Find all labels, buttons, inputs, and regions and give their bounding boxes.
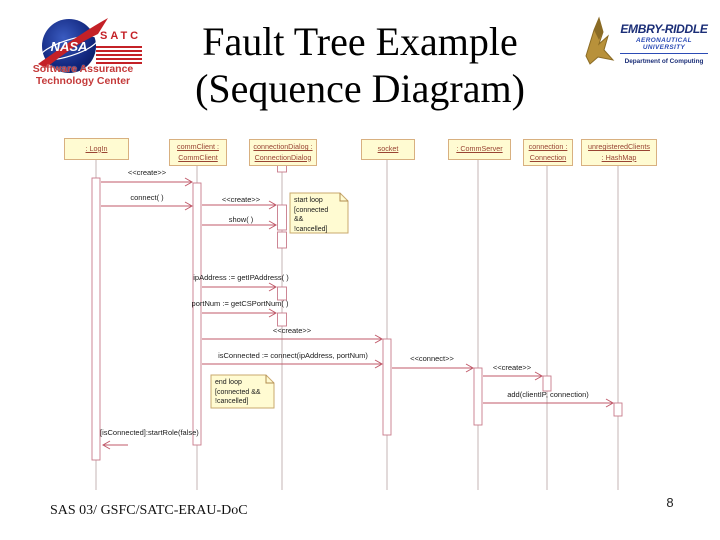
message-label-add-clientip: add(clientIP, connection) (507, 390, 589, 399)
satc-caption: Software Assurance Technology Center (24, 63, 142, 87)
slide-title-line2: (Sequence Diagram) (195, 66, 525, 111)
satc-caption-line2: Technology Center (35, 74, 131, 87)
eagle-icon (585, 16, 615, 65)
activation-hashmap (613, 402, 623, 417)
object-box-connection: connection : Connection (523, 139, 573, 166)
activation-login (91, 177, 101, 461)
message-arrow-connect (101, 201, 194, 211)
message-arrow-add-clientip (483, 398, 615, 408)
satc-caption-line1: Software Assurance (32, 63, 134, 75)
activation-commclient (192, 182, 202, 446)
nasa-wordmark: NASA (51, 39, 88, 54)
note-start-loop-text: start loop [connected && !cancelled] (294, 197, 329, 233)
nasa-satc-logo: NASA SATC Software Assurance Technology … (24, 8, 142, 90)
object-box-commclient: commClient : CommClient (169, 139, 227, 166)
erau-department: Department of Computing (624, 58, 704, 65)
footer-text: SAS 03/ GSFC/SATC-ERAU-DoC (50, 503, 248, 518)
object-box-commserver: : CommServer (448, 139, 511, 160)
activation-socket (382, 338, 392, 436)
message-arrow-connect-server (392, 363, 475, 373)
erau-subtitle: AERONAUTICAL UNIVERSITY (636, 37, 692, 51)
message-label-create-connectiondialog: <<create>> (221, 195, 261, 204)
activation-connectiondialog-show (277, 231, 287, 249)
message-label-connect: connect( ) (130, 193, 164, 202)
message-arrow-getcsportnum (202, 308, 278, 318)
message-arrow-create-commclient (101, 177, 194, 187)
erau-text-block: EMBRY-RIDDLE AERONAUTICAL UNIVERSITY Dep… (616, 22, 712, 65)
message-label-connect-server: <<connect>> (410, 354, 454, 363)
object-box-login: : LogIn (64, 138, 129, 160)
activation-connectiondialog-create (277, 204, 287, 231)
activation-connection (542, 375, 552, 392)
message-arrow-create-connection (483, 371, 544, 381)
message-label-show: show( ) (228, 215, 254, 224)
message-arrow-isconnected-connect (202, 359, 384, 369)
message-label-startrole: [isConnected]:startRole(false) (100, 428, 199, 437)
nasa-meatball-icon: NASA (38, 18, 108, 73)
activation-connectiondialog-getport (277, 312, 287, 327)
activation-commserver (473, 367, 483, 426)
satc-text: SATC (100, 30, 142, 42)
erau-rule (620, 53, 708, 54)
message-label-getcsportnum: portNum := getCSPortNum( ) (191, 299, 289, 308)
message-label-create-connection: <<create>> (492, 363, 532, 372)
object-box-hashmap: unregisteredClients : HashMap (581, 139, 657, 166)
page-number: 8 (666, 495, 674, 510)
satc-speed-lines (96, 46, 142, 66)
note-end-loop-text: end loop [connected && !cancelled] (215, 379, 261, 406)
message-label-create-socket: <<create>> (272, 326, 312, 335)
erau-name: EMBRY-RIDDLE (620, 22, 708, 36)
message-label-create-commclient: <<create>> (127, 168, 167, 177)
slide-title-line1: Fault Tree Example (202, 19, 518, 64)
message-arrow-getipaddress (202, 282, 278, 292)
message-arrow-startrole (101, 440, 128, 450)
slide-title: Fault Tree Example (Sequence Diagram) (120, 18, 600, 112)
message-label-getipaddress: ipAddress := getIPAddress( ) (193, 273, 289, 282)
object-box-socket: socket (361, 139, 415, 160)
embry-riddle-logo: EMBRY-RIDDLE AERONAUTICAL UNIVERSITY Dep… (580, 14, 712, 78)
object-box-connectiondialog: connectionDialog : ConnectionDialog (249, 139, 317, 166)
message-label-isconnected-connect: isConnected := connect(ipAddress, portNu… (218, 351, 368, 360)
message-arrow-create-socket (202, 334, 384, 344)
